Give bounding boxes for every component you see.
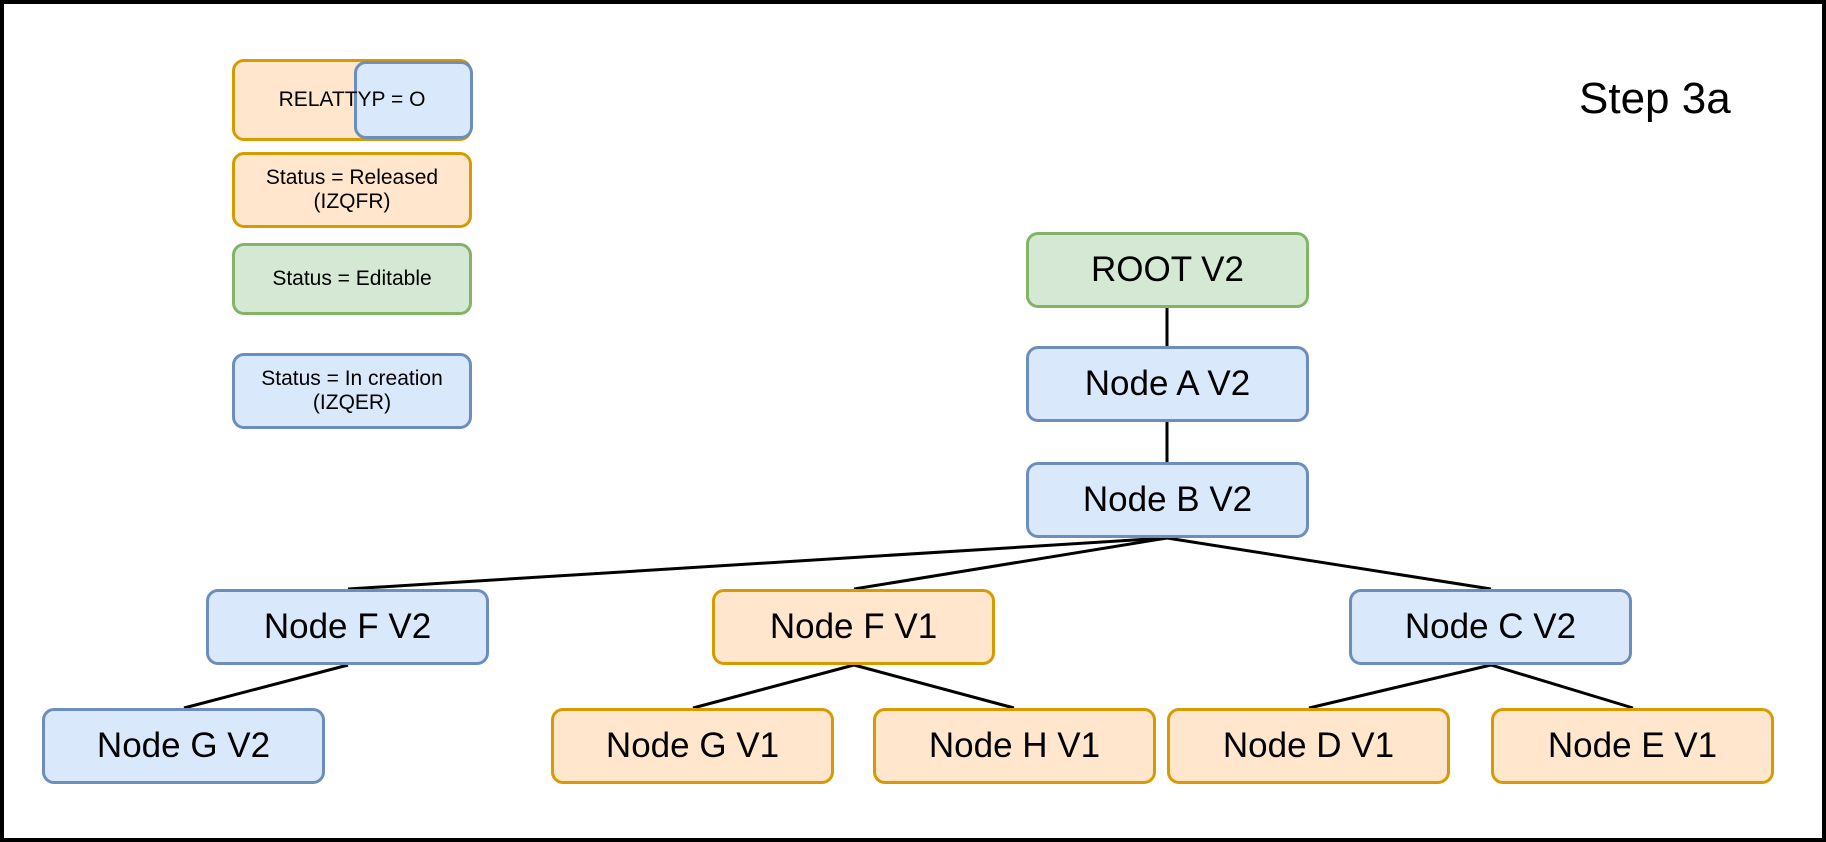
edge-b-to-f-v2 — [347, 536, 1168, 591]
legend-status-released-background — [232, 152, 472, 228]
legend-relattyp-label: RELATTYP = O — [278, 87, 426, 111]
root-v2[interactable]: ROOT V2 — [1026, 232, 1309, 308]
node-g-v1[interactable]: Node G V1 — [551, 708, 834, 784]
step-title: Step 3a — [1579, 74, 1731, 123]
node-c-v2[interactable]: Node C V2 — [1349, 589, 1632, 665]
legend-relattyp[interactable]: RELATTYP = O — [232, 59, 472, 141]
edge-b-to-f-v1 — [853, 536, 1168, 591]
edge-b-to-c-v2 — [1166, 536, 1492, 591]
legend-status-editable-label: Status = Editable — [272, 266, 432, 290]
legend-status-released[interactable]: Status = Released (IZQFR) — [232, 152, 472, 228]
node-d-v1[interactable]: Node D V1 — [1167, 708, 1450, 784]
legend-status-in-creation-background — [232, 353, 472, 429]
node-d-v1-label: Node D V1 — [1222, 725, 1395, 765]
node-g-v2[interactable]: Node G V2 — [42, 708, 325, 784]
node-b-v2[interactable]: Node B V2 — [1026, 462, 1309, 538]
node-b-v2-label: Node B V2 — [1082, 479, 1253, 519]
node-a-v2-label: Node A V2 — [1084, 363, 1251, 403]
edge-f-v2-to-g-v2 — [183, 663, 349, 710]
node-c-v2-label: Node C V2 — [1404, 606, 1577, 646]
node-a-v2[interactable]: Node A V2 — [1026, 346, 1309, 422]
node-e-v1[interactable]: Node E V1 — [1491, 708, 1774, 784]
node-g-v2-label: Node G V2 — [96, 725, 271, 765]
edge-c-v2-to-e-v1 — [1490, 663, 1634, 710]
node-h-v1[interactable]: Node H V1 — [873, 708, 1156, 784]
legend-status-editable[interactable]: Status = Editable — [232, 243, 472, 315]
node-f-v2-label: Node F V2 — [263, 606, 432, 646]
node-f-v1[interactable]: Node F V1 — [712, 589, 995, 665]
edge-c-v2-to-d-v1 — [1308, 663, 1492, 710]
legend-status-in-creation-label: Status = In creation (IZQER) — [261, 366, 443, 414]
node-g-v1-label: Node G V1 — [605, 725, 780, 765]
node-f-v2[interactable]: Node F V2 — [206, 589, 489, 665]
root-v2-label: ROOT V2 — [1090, 249, 1244, 289]
edge-f-v1-to-h-v1 — [853, 663, 1015, 710]
legend-status-in-creation[interactable]: Status = In creation (IZQER) — [232, 353, 472, 429]
node-e-v1-label: Node E V1 — [1547, 725, 1718, 765]
node-h-v1-label: Node H V1 — [928, 725, 1101, 765]
legend-status-released-label: Status = Released (IZQFR) — [265, 165, 439, 213]
edge-f-v1-to-g-v1 — [692, 663, 855, 710]
node-f-v1-label: Node F V1 — [769, 606, 938, 646]
legend-relattyp-overlay[interactable] — [354, 61, 473, 139]
legend-status-editable-background — [232, 243, 472, 315]
